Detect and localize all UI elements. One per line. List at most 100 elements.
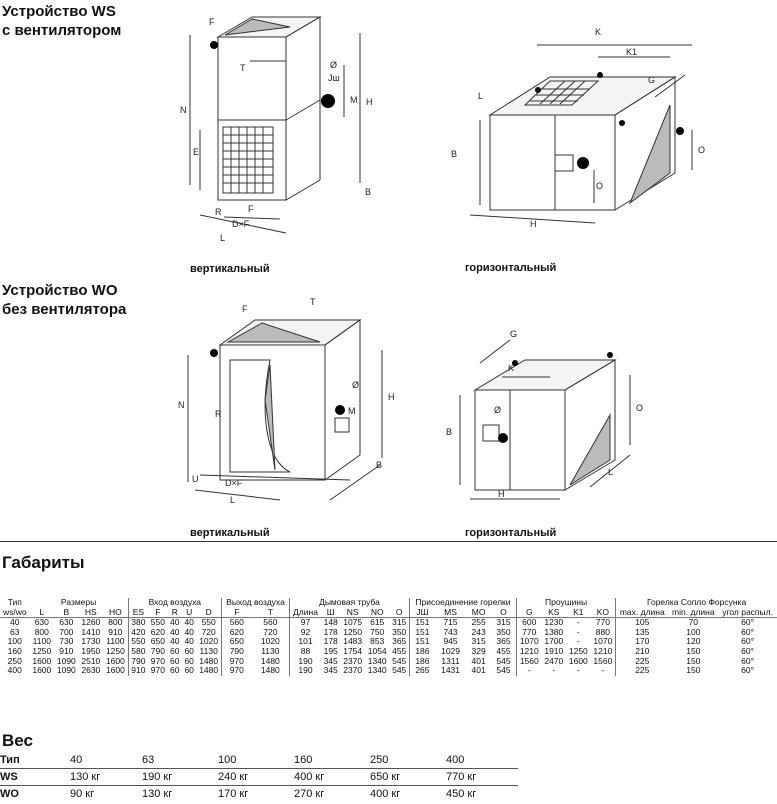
table-cell: 910	[59, 645, 74, 656]
col-header: B	[63, 606, 70, 617]
table-cell: 1480	[199, 655, 219, 666]
table-cell: 1075	[340, 617, 365, 628]
table-cell: 545	[392, 655, 407, 666]
weight-type: 63	[142, 752, 218, 769]
svg-text:D×F: D×F	[225, 478, 243, 488]
wo-vertical-caption: вертикальный	[190, 527, 270, 539]
table-cell: 2370	[343, 655, 363, 666]
col-header: O	[500, 606, 507, 617]
table-cell: 1600	[32, 655, 52, 666]
svg-text:D×F: D×F	[232, 219, 250, 229]
col-header: D	[205, 606, 212, 617]
table-cell: 790	[127, 656, 149, 667]
svg-text:Ø: Ø	[330, 60, 337, 70]
table-cell: -	[515, 666, 542, 676]
table-cell: 345	[323, 655, 338, 666]
table-cell: 60°	[718, 617, 777, 628]
svg-text:Ø: Ø	[494, 405, 501, 415]
table-cell: 1029	[441, 645, 461, 656]
weight-wo-value: 130 кг	[142, 788, 173, 800]
ws-title-line2: с вентилятором	[2, 22, 122, 39]
table-cell: 1130	[261, 645, 280, 656]
svg-text:F: F	[248, 204, 254, 214]
svg-text:K1: K1	[626, 47, 637, 57]
svg-text:N: N	[180, 105, 187, 115]
svg-text:K: K	[595, 27, 601, 37]
table-cell: 1600	[32, 665, 52, 676]
table-cell: 190	[289, 656, 321, 667]
table-cell: 401	[471, 655, 486, 666]
weight-wo-label: WO	[0, 788, 19, 800]
table-cell: 970	[220, 666, 252, 676]
table-cell: 60°	[741, 645, 755, 656]
group-header-sizes: Размеры	[60, 597, 97, 607]
table-cell: 620	[220, 627, 252, 638]
table-cell: 60	[170, 645, 180, 656]
weight-title: Вес	[2, 731, 33, 750]
col-header: Ш	[326, 606, 335, 617]
ws-title: Устройство WS с вентилятором	[2, 2, 121, 40]
table-cell: 70	[668, 617, 719, 628]
table-cell: 1700	[544, 636, 564, 647]
table-cell: -	[576, 626, 580, 637]
table-cell: 970	[150, 655, 165, 666]
table-cell: 210	[615, 646, 669, 657]
weight-type: 40	[70, 752, 142, 769]
col-header: HS	[84, 606, 97, 617]
svg-text:M: M	[348, 406, 356, 416]
table-cell: 150	[686, 665, 701, 676]
table-cell: 1070	[515, 637, 542, 647]
table-cell: 853	[370, 636, 385, 647]
col-header: NO	[370, 606, 384, 617]
table-cell: 225	[615, 666, 669, 676]
table-cell: 315	[471, 636, 486, 647]
table-cell: 1560	[515, 656, 542, 667]
table-cell: 580	[127, 646, 149, 657]
table-cell: 178	[323, 626, 338, 637]
table-cell: 800	[34, 626, 49, 637]
weight-wo-value: 170 кг	[218, 788, 249, 800]
table-cell: 1480	[260, 665, 280, 676]
table-cell: 1730	[81, 636, 101, 647]
table-cell: 2370	[343, 665, 363, 676]
col-header: KS	[548, 606, 560, 617]
table-cell: 60	[184, 665, 194, 676]
section-divider	[0, 541, 777, 542]
col-header: min. длина	[672, 606, 715, 617]
svg-text:L: L	[608, 467, 613, 477]
table-cell: 60°	[741, 636, 755, 647]
table-cell: 910	[108, 626, 123, 637]
table-cell: 970	[150, 665, 165, 676]
svg-text:U: U	[192, 474, 199, 484]
table-cell: 550	[148, 617, 168, 628]
table-cell: 945	[443, 636, 458, 647]
table-cell: 380	[127, 617, 149, 628]
table-cell: 970	[220, 656, 252, 667]
table-cell: 550	[127, 637, 149, 647]
table-cell: 560	[220, 617, 252, 628]
weight-wo-value: 90 кг	[70, 788, 95, 800]
col-header: ES	[127, 607, 149, 618]
svg-text:G: G	[648, 75, 655, 85]
table-cell: 770	[590, 617, 616, 628]
svg-text:B: B	[451, 149, 457, 159]
table-cell: 100	[7, 636, 22, 647]
table-cell: 2630	[81, 665, 101, 676]
col-header: MO	[471, 606, 486, 617]
table-cell: 1480	[199, 665, 219, 676]
svg-text:L: L	[230, 495, 235, 505]
svg-text:N: N	[178, 400, 185, 410]
svg-text:E: E	[193, 147, 199, 157]
table-cell: 750	[370, 626, 385, 637]
svg-text:K: K	[508, 363, 514, 373]
table-cell: 1250	[568, 645, 588, 656]
table-cell: 1480	[260, 655, 280, 666]
group-header-burner: Горелка Сопло Форсунка	[615, 597, 777, 608]
table-cell: 40	[170, 626, 180, 637]
ws-vertical-drawing: F T N M H E B R D×F F L Ø Jш	[180, 16, 373, 243]
svg-text:T: T	[240, 63, 246, 73]
svg-text:H: H	[388, 392, 395, 402]
table-cell: 550	[196, 617, 222, 628]
table-cell: 40	[184, 626, 194, 637]
